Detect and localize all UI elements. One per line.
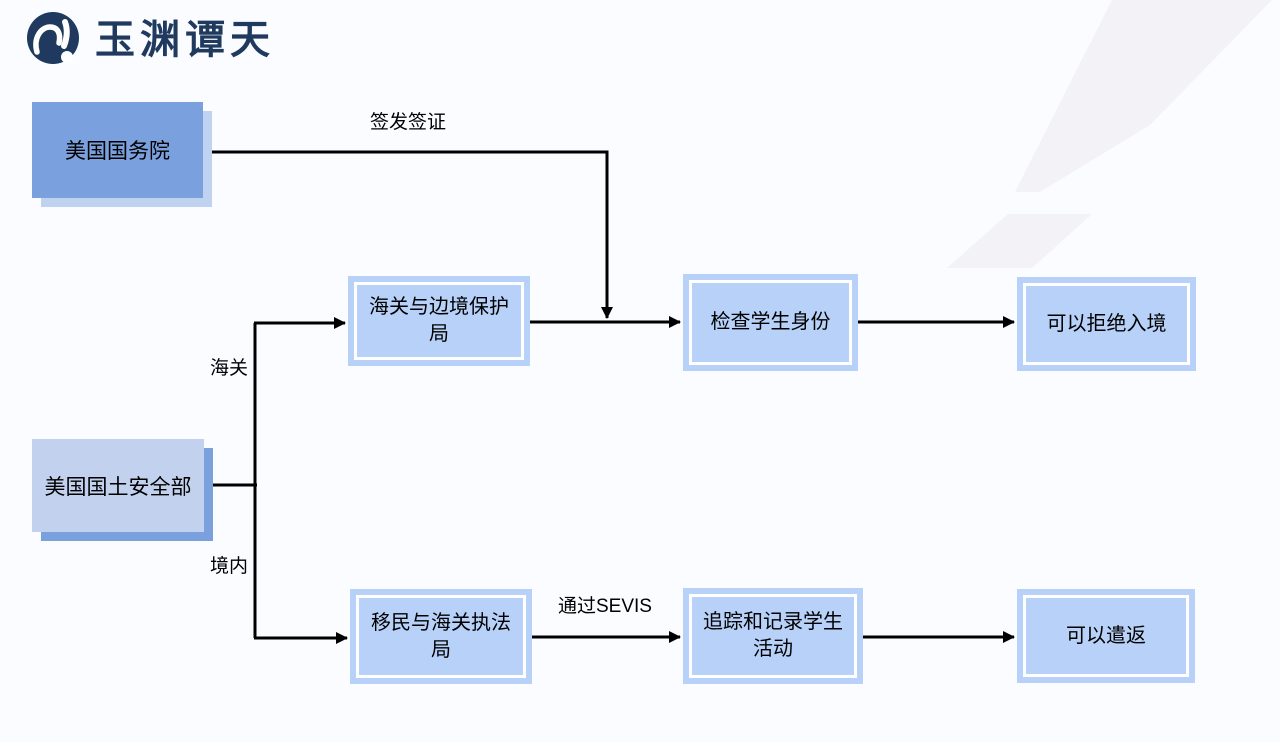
node-track-record-students-label: 追踪和记录学生活动 — [703, 611, 843, 660]
edge-label-issue-visa: 签发签证 — [369, 112, 446, 133]
node-customs-border-protection: 海关与边境保护局 — [348, 276, 530, 366]
node-check-student-identity: 检查学生身份 — [683, 274, 858, 371]
background-diagonal-stripe-large — [1015, 0, 1272, 192]
node-check-student-identity-inner: 检查学生身份 — [689, 280, 852, 365]
brand-logo: 玉渊谭天 — [25, 6, 275, 68]
node-state-department: 美国国务院 — [32, 102, 203, 198]
node-homeland-security-label: 美国国土安全部 — [44, 475, 192, 499]
node-immigration-customs-enforcement: 移民与海关执法局 — [350, 589, 532, 684]
node-deny-entry-inner: 可以拒绝入境 — [1023, 283, 1190, 365]
node-deport: 可以遣返 — [1017, 589, 1195, 683]
node-deport-inner: 可以遣返 — [1023, 595, 1189, 677]
background-diagonal-stripe-small — [947, 214, 1092, 268]
node-homeland-security: 美国国土安全部 — [32, 439, 204, 532]
edge-label-via-sevis: 通过SEVIS — [558, 596, 652, 617]
node-deport-label: 可以遣返 — [1066, 624, 1146, 647]
edge-label-customs: 海关 — [209, 358, 248, 379]
brand-name: 玉渊谭天 — [95, 17, 275, 62]
node-check-student-identity-label: 检查学生身份 — [710, 311, 831, 333]
node-track-record-students-inner: 追踪和记录学生活动 — [689, 594, 857, 678]
node-track-record-students: 追踪和记录学生活动 — [683, 588, 863, 684]
node-customs-border-protection-label: 海关与边境保护局 — [369, 296, 509, 345]
node-immigration-customs-enforcement-label: 移民与海关执法局 — [371, 611, 511, 661]
node-immigration-customs-enforcement-inner: 移民与海关执法局 — [356, 595, 526, 678]
edge-label-domestic: 境内 — [209, 556, 248, 577]
node-customs-border-protection-inner: 海关与边境保护局 — [354, 282, 524, 360]
node-deny-entry-label: 可以拒绝入境 — [1046, 312, 1167, 335]
yuyuan-tantian-logo-icon — [27, 12, 79, 64]
node-deny-entry: 可以拒绝入境 — [1017, 277, 1196, 371]
node-state-department-label: 美国国务院 — [65, 140, 170, 163]
